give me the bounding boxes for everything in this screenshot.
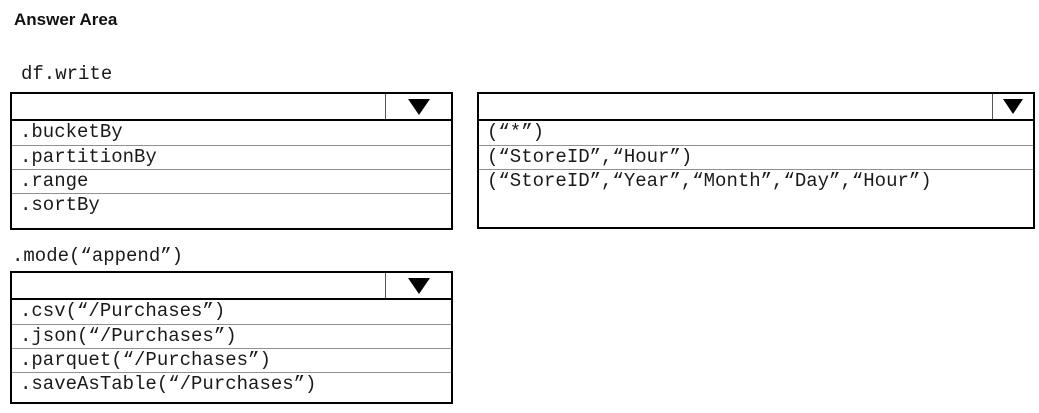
dropdown-option[interactable]: .saveAsTable(“/Purchases”) [12, 372, 451, 396]
dropdown-header-column-arguments[interactable] [479, 94, 1033, 121]
dropdown-arrow-button[interactable] [385, 94, 451, 119]
dropdown-option[interactable]: .parquet(“/Purchases”) [12, 348, 451, 372]
dropdown-arrow-icon[interactable] [407, 98, 430, 115]
dropdown-option[interactable]: .sortBy [12, 193, 451, 217]
dropdown-option[interactable]: .csv(“/Purchases”) [20, 300, 226, 322]
dropdown-option[interactable]: (“StoreID”,“Year”,“Month”,“Day”,“Hour”) [479, 169, 1033, 193]
dropdown-option[interactable]: .range [12, 169, 451, 193]
dropdown-listbox-write-method: .bucketBy .partitionBy .range .sortBy [10, 92, 453, 230]
dropdown-header-save-format[interactable] [12, 273, 451, 300]
dropdown-arrow-button[interactable] [385, 273, 451, 298]
dropdown-option[interactable]: (“StoreID”,“Hour”) [479, 145, 1033, 169]
page-title: Answer Area [14, 10, 118, 29]
code-label-df-write: df.write [21, 63, 113, 85]
code-label-mode-append: .mode(“append”) [12, 245, 184, 267]
dropdown-arrow-icon[interactable] [1003, 99, 1023, 114]
dropdown-arrow-button[interactable] [992, 94, 1033, 119]
dropdown-selected-value[interactable] [12, 94, 385, 119]
dropdown-option[interactable]: .partitionBy [12, 145, 451, 169]
dropdown-listbox-column-arguments: (“*”) (“StoreID”,“Hour”) (“StoreID”,“Yea… [477, 92, 1035, 229]
dropdown-listbox-save-format: .csv(“/Purchases”) .json(“/Purchases”) .… [10, 271, 453, 404]
dropdown-selected-value[interactable] [479, 94, 992, 119]
dropdown-selected-value[interactable] [12, 273, 385, 298]
dropdown-option[interactable]: .bucketBy [20, 121, 123, 143]
dropdown-option[interactable]: (“*”) [487, 121, 545, 143]
dropdown-arrow-icon[interactable] [407, 277, 430, 294]
dropdown-header-write-method[interactable] [12, 94, 451, 121]
dropdown-option[interactable]: .json(“/Purchases”) [12, 324, 451, 348]
